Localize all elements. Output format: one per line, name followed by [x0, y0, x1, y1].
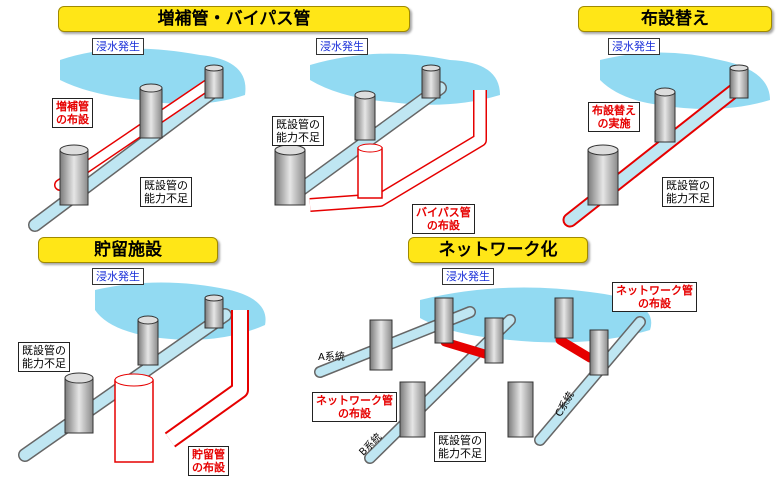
outfall-tank: [587, 149, 619, 206]
panel-replacement-diagram: [562, 52, 770, 228]
network-pipe: [440, 337, 493, 360]
manhole: [421, 67, 441, 99]
panel-title-storage: 貯留施設: [38, 237, 218, 263]
augment-pipe-callout: 増補管 の布設: [52, 98, 93, 128]
panel-storage-diagram: [18, 282, 266, 463]
manhole: [139, 87, 163, 139]
outfall-tank: [59, 149, 89, 206]
panel-title-augment-bypass: 増補管・バイパス管: [58, 6, 410, 32]
manhole: [729, 67, 749, 99]
flood-callout: 浸水発生: [92, 268, 144, 285]
replacement-callout: 布設替え の実施: [588, 102, 640, 132]
flood-callout: 浸水発生: [442, 268, 494, 285]
storage-tank: [114, 379, 154, 463]
panel-bypass-diagram: [274, 53, 500, 212]
network-pipe-callout: ネットワーク管 の布設: [612, 282, 697, 312]
manhole: [554, 297, 574, 339]
outfall-tank: [369, 319, 393, 371]
existing-insufficient-callout: 既設管の 能力不足: [434, 432, 486, 462]
outfall-tank: [274, 149, 306, 206]
outfall-tank: [64, 377, 94, 434]
network-pipe-callout: ネットワーク管 の布設: [312, 392, 397, 422]
existing-insufficient-callout: 既設管の 能力不足: [140, 177, 192, 207]
manhole: [204, 67, 224, 99]
manhole: [204, 297, 224, 329]
storage-callout: 貯留管 の布設: [188, 446, 229, 476]
network-pipe: [555, 335, 595, 363]
manhole: [354, 94, 376, 141]
panel-title-replacement: 布設替え: [578, 6, 772, 32]
panel-title-network: ネットワーク化: [408, 237, 588, 263]
manhole: [137, 319, 159, 366]
manhole: [434, 297, 454, 344]
panel-network-diagram: [314, 287, 652, 464]
manhole: [654, 91, 676, 143]
flood-callout: 浸水発生: [92, 38, 144, 55]
flood-water: [310, 53, 500, 105]
bypass-pipe-callout: バイパス管 の布設: [412, 204, 475, 234]
flood-callout: 浸水発生: [316, 38, 368, 55]
panel-augment-diagram: [28, 48, 246, 232]
system-label-a: A系統: [318, 352, 345, 363]
flood-callout: 浸水発生: [608, 38, 660, 55]
manhole: [589, 329, 609, 376]
existing-insufficient-callout: 既設管の 能力不足: [272, 116, 324, 146]
flood-water: [420, 287, 652, 343]
bypass-tank: [357, 147, 383, 199]
existing-insufficient-callout: 既設管の 能力不足: [18, 342, 70, 372]
outfall-tank: [399, 381, 426, 438]
manhole: [484, 317, 504, 364]
outfall-tank: [507, 381, 534, 438]
existing-insufficient-callout: 既設管の 能力不足: [662, 177, 714, 207]
